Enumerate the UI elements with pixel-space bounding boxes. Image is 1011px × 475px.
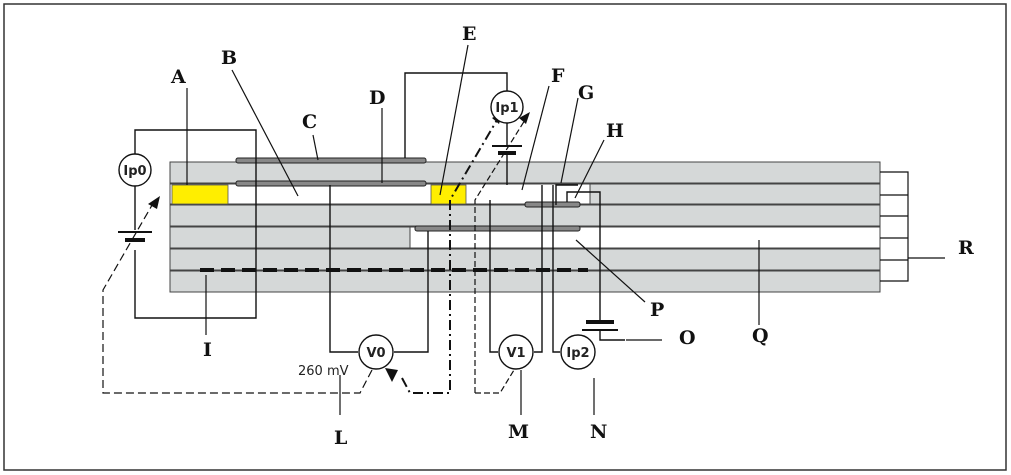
- label-n: N: [590, 421, 607, 443]
- label-l: L: [334, 427, 347, 449]
- label-h: H: [606, 120, 624, 142]
- layer-5: [169, 270, 881, 293]
- layer-2-right: [589, 183, 881, 205]
- label-m: M: [508, 421, 529, 443]
- label-g: G: [578, 82, 594, 104]
- label-d: D: [369, 87, 385, 109]
- inner-pump-electrode: [235, 180, 427, 187]
- electrodes: [235, 157, 581, 232]
- meter-ip0-label: Ip0: [123, 164, 146, 179]
- meter-v1-label: V1: [506, 346, 525, 361]
- control-lines: [102, 119, 526, 394]
- label-e: E: [462, 23, 476, 45]
- diffusion-barrier-a: [171, 184, 229, 205]
- label-f: F: [551, 65, 565, 87]
- layer-4: [169, 248, 881, 271]
- meter-ip1: Ip1: [490, 90, 524, 124]
- reference-electrode: [414, 225, 581, 232]
- label-q: Q: [752, 325, 769, 347]
- leader-lines: [186, 44, 945, 415]
- batteries: [118, 145, 618, 331]
- meter-ip0: Ip0: [118, 153, 152, 187]
- gas-channel: [169, 183, 591, 205]
- wiring: [134, 72, 625, 353]
- meter-ip1-label: Ip1: [495, 101, 518, 116]
- diagram-frame: [3, 3, 1007, 471]
- label-i: I: [203, 339, 212, 361]
- label-b: B: [221, 47, 237, 69]
- meter-v1: V1: [498, 334, 534, 370]
- meter-ip2: Ip2: [560, 334, 596, 370]
- label-c: C: [302, 111, 317, 133]
- layer-2: [169, 204, 881, 227]
- label-a: A: [170, 66, 186, 88]
- meter-ip2-label: Ip2: [566, 346, 589, 361]
- reference-voltage: 260 mV: [298, 364, 349, 379]
- diffusion-barrier-e: [430, 184, 467, 205]
- label-r: R: [958, 237, 974, 259]
- outer-pump-electrode: [235, 157, 427, 164]
- meter-v0: V0: [358, 334, 394, 370]
- meter-v0-label: V0: [366, 346, 385, 361]
- label-o: O: [679, 327, 696, 349]
- label-p: P: [650, 299, 664, 321]
